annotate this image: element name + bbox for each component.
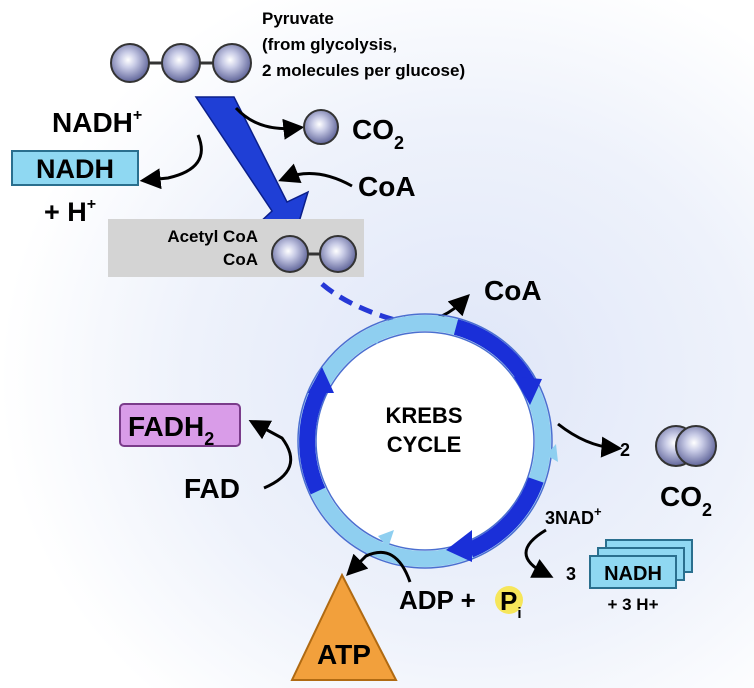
acetyl-coa-molecule xyxy=(271,235,357,273)
h-plus-right-label: + 3 H+ xyxy=(607,595,658,614)
adp-label: ADP + xyxy=(399,585,476,615)
fadh2-subscript: 2 xyxy=(204,429,214,449)
nadh-top-box-label: NADH xyxy=(36,154,114,184)
fadh2-label: FADH2 xyxy=(128,411,214,449)
co2-top-label: CO2 xyxy=(352,114,404,153)
co2-release-arrow xyxy=(234,106,305,140)
nadh-right-stack xyxy=(589,539,693,589)
fad-reduction-arrow xyxy=(248,420,293,490)
nad-right-label: 3NAD+ xyxy=(545,504,602,528)
acetyl-coa-label: Acetyl CoA xyxy=(167,227,258,246)
fadh2-text: FADH xyxy=(128,411,204,442)
atp-synthesis-arrow xyxy=(346,550,412,583)
coa-out-label: CoA xyxy=(484,275,542,306)
nad-right-sup: + xyxy=(594,504,602,519)
co2-right-label: CO2 xyxy=(660,481,712,520)
co2-right-count: 2 xyxy=(620,440,630,460)
fad-label: FAD xyxy=(184,473,240,504)
co2-top-text: CO xyxy=(352,114,394,145)
pi-subscript: i xyxy=(517,605,521,622)
pyruvate-molecule xyxy=(110,43,252,83)
nad-right-text: 3NAD xyxy=(545,508,594,528)
atp-label: ATP xyxy=(317,639,371,670)
nad-top-sup: + xyxy=(133,107,142,124)
coa-in-label: CoA xyxy=(358,171,416,202)
co2-molecule xyxy=(303,109,339,145)
krebs-cycle-subtitle: CYCLE xyxy=(387,432,462,457)
co2-right-subscript: 2 xyxy=(702,500,712,520)
atp-triangle xyxy=(290,572,398,681)
nadh-top-box xyxy=(11,150,139,186)
fadh2-box xyxy=(119,403,241,447)
coa-in-arrow xyxy=(278,163,353,188)
pyruvate-label: Pyruvate xyxy=(262,9,334,28)
co2-right-arrow xyxy=(557,422,623,458)
pyruvate-count-label: 2 molecules per glucose) xyxy=(262,61,465,80)
krebs-cycle-title: KREBS xyxy=(385,403,462,428)
krebs-cycle-ring xyxy=(297,313,558,569)
nadh-right-box-label: NADH xyxy=(604,563,662,585)
nad-top-label: NADH+ xyxy=(52,107,142,138)
nad-right-arrow xyxy=(524,528,554,578)
pi-label: Pi xyxy=(500,586,522,622)
pyruvate-source-label: (from glycolysis, xyxy=(262,35,397,54)
nadh-right-count: 3 xyxy=(566,564,576,584)
pi-text: P xyxy=(500,586,517,616)
h-plus-top-label: + H+ xyxy=(44,196,96,227)
nad-reduction-arrow xyxy=(139,134,203,190)
co2-right-molecules xyxy=(655,425,717,467)
h-plus-top-sup: + xyxy=(87,196,96,213)
co2-right-text: CO xyxy=(660,481,702,512)
pi-circle xyxy=(495,586,523,614)
nad-top-text: NADH xyxy=(52,107,133,138)
h-plus-top-text: + H xyxy=(44,197,87,227)
acetyl-coa-sublabel: CoA xyxy=(223,250,258,269)
co2-top-subscript: 2 xyxy=(394,133,404,153)
